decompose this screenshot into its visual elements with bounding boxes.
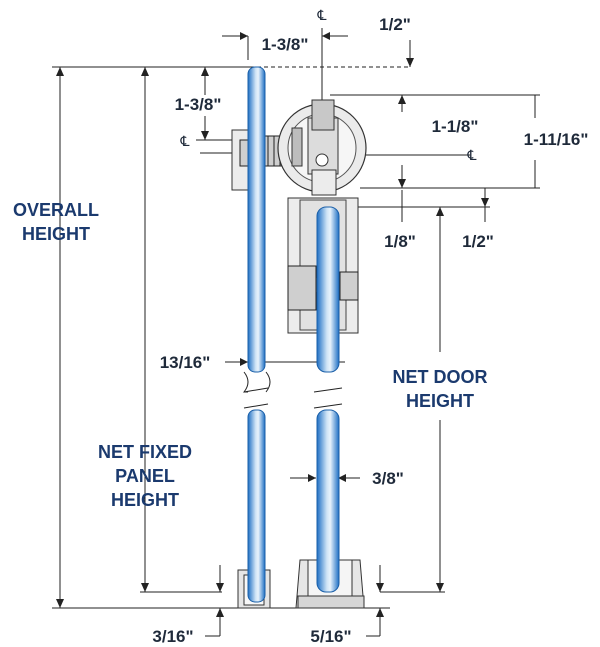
dim-track-height: 1-11/16" (524, 130, 589, 149)
net-fixed-panel-height-label-2: PANEL (115, 466, 175, 486)
dim-bottom-right: 5/16" (310, 627, 351, 646)
fixed-glass-panel (242, 66, 271, 603)
dim-top-width: 1-3/8" (262, 35, 309, 54)
dim-roller-offset: 1-3/8" (175, 95, 222, 114)
dim-gap-door-top: 1/2" (462, 232, 494, 251)
centerline-symbol-left: ℄ (180, 134, 190, 150)
net-fixed-panel-height-label-1: NET FIXED (98, 442, 192, 462)
dim-door-glass-thickness: 3/8" (372, 469, 404, 488)
centerline-symbol-top: ℄ (317, 8, 327, 24)
net-fixed-panel-height-label-3: HEIGHT (111, 490, 179, 510)
door-glass-panel (313, 206, 343, 593)
dim-glass-thickness: 13/16" (160, 353, 211, 372)
dim-bottom-left: 3/16" (152, 627, 193, 646)
overall-height-label-2: HEIGHT (22, 224, 90, 244)
dim-top-offset: 1/2" (379, 15, 411, 34)
net-door-height-label-1: NET DOOR (392, 367, 487, 387)
dim-axle-to-track: 1-1/8" (432, 117, 479, 136)
overall-height-label-1: OVERALL (13, 200, 99, 220)
net-door-height-label-2: HEIGHT (406, 391, 474, 411)
centerline-symbol-right: ℄ (467, 148, 477, 164)
dim-gap-small: 1/8" (384, 232, 416, 251)
